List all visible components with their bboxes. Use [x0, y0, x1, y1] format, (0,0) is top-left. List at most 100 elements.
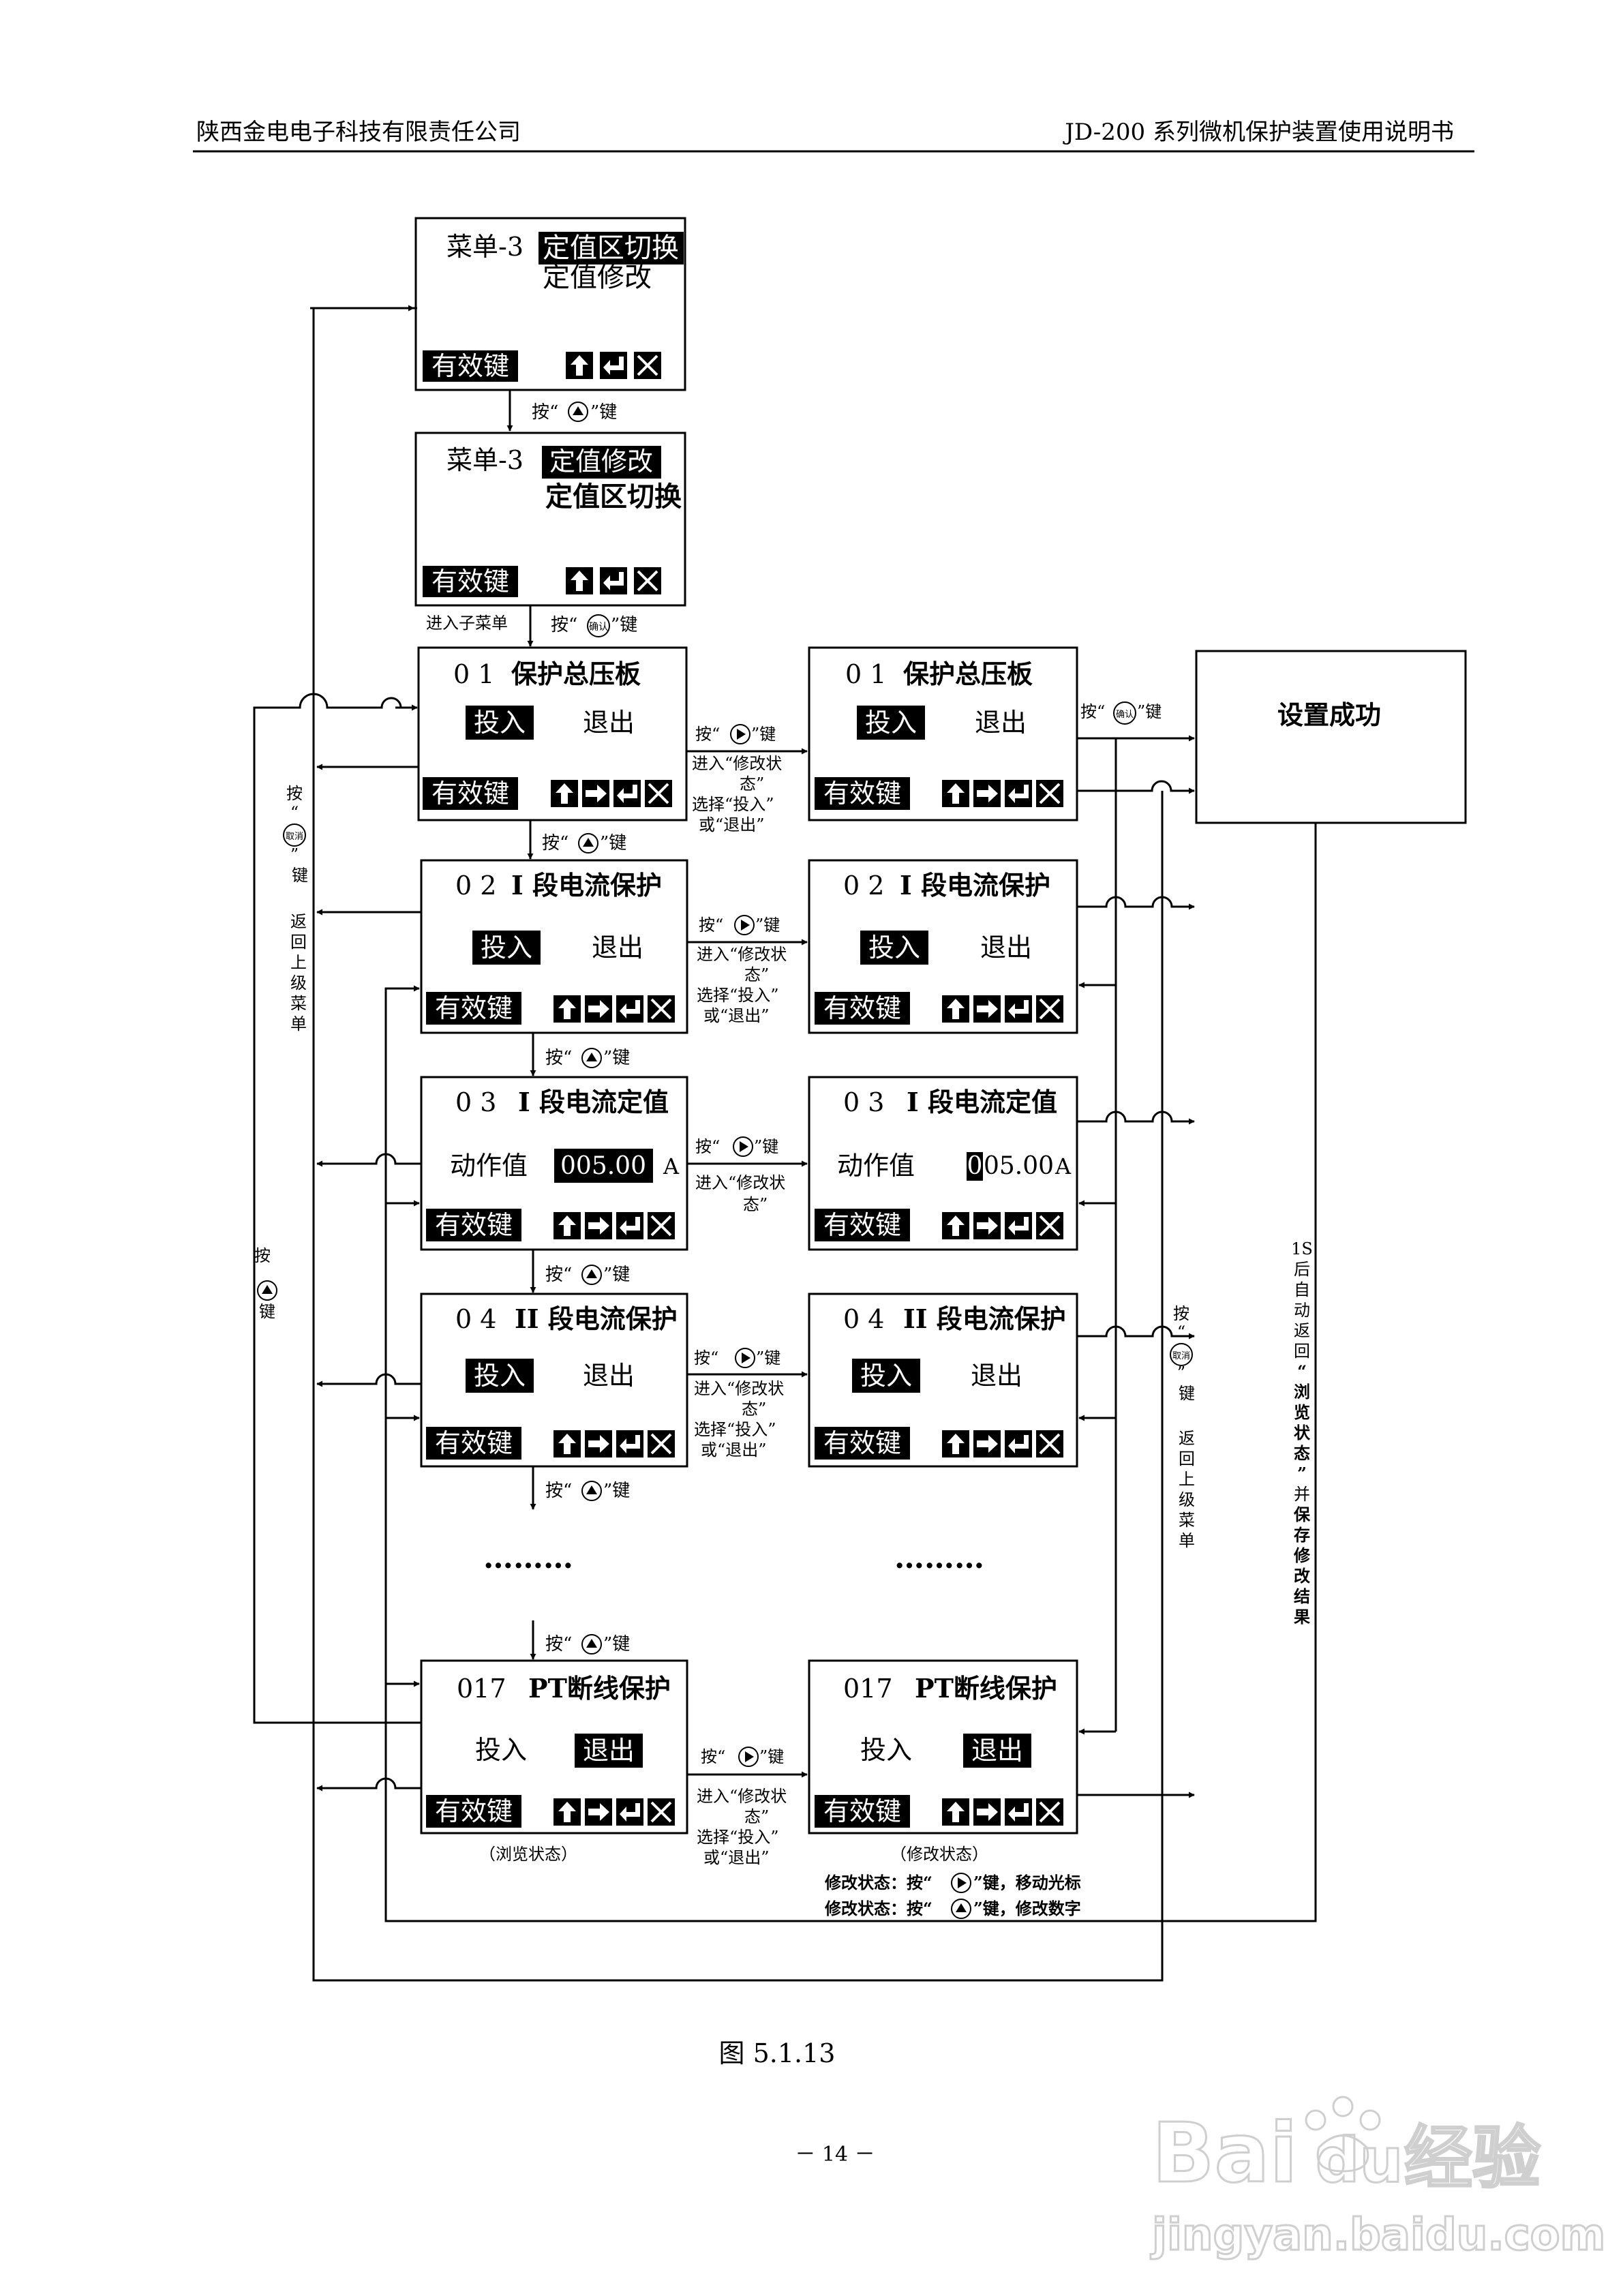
menu-title: 菜单-3: [446, 232, 524, 262]
svg-text:II 段电流保护: II 段电流保护: [903, 1303, 1066, 1334]
svg-text:回: 回: [290, 933, 307, 952]
svg-text:017: 017: [457, 1674, 506, 1704]
page-number: － 14 －: [795, 2143, 875, 2166]
baidu-watermark: Bai du 经验 jingyan.baidu.com: [1149, 2096, 1607, 2262]
svg-text:结: 结: [1294, 1586, 1310, 1606]
svg-text:选择“投入”: 选择“投入”: [697, 986, 779, 1005]
svg-text:存: 存: [1294, 1525, 1310, 1545]
svg-text:有效键: 有效键: [823, 1796, 901, 1826]
svg-text:0 3: 0 3: [455, 1087, 496, 1117]
svg-text:返: 返: [1179, 1429, 1195, 1448]
svg-text:”键: ”键: [756, 1348, 780, 1368]
svg-text:有效键: 有效键: [435, 1210, 513, 1240]
ellipsis-right: ………: [894, 1541, 984, 1575]
right-return-lines: [1077, 738, 1195, 1798]
svg-text:”: ”: [290, 845, 299, 864]
svg-text:状: 状: [1294, 1423, 1311, 1442]
menu-item: 定值区切换: [545, 481, 682, 513]
svg-text:投入: 投入: [481, 933, 532, 963]
ellipsis-left: ………: [483, 1541, 573, 1575]
screen-03-modify: 0 3 I 段电流定值 动作值 0 05.00 A 有效键: [808, 1076, 1078, 1251]
svg-text:单: 单: [290, 1014, 307, 1033]
svg-text:A: A: [663, 1153, 680, 1179]
left-cancel-label: 按 “ 取消 ” 键 返 回 上 级 菜 单: [283, 784, 308, 1033]
svg-text:按“: 按“: [701, 1747, 725, 1766]
svg-text:退出: 退出: [980, 933, 1032, 963]
screen-03-browse: 0 3 I 段电流定值 动作值 005.00 A 有效键: [420, 1076, 688, 1251]
svg-text:动作值: 动作值: [450, 1151, 528, 1181]
svg-text:取消: 取消: [1172, 1351, 1190, 1361]
svg-text:按“: 按“: [545, 1265, 572, 1285]
svg-text:或“退出”: 或“退出”: [703, 1006, 770, 1025]
svg-text:保: 保: [1293, 1505, 1311, 1524]
svg-text:退出: 退出: [975, 708, 1027, 738]
svg-text:0 3: 0 3: [843, 1087, 884, 1117]
enter-modify-arrows: [687, 748, 808, 1778]
svg-text:修改状态：按“: 修改状态：按“: [824, 1899, 932, 1918]
svg-text:“: “: [1177, 1323, 1185, 1342]
svg-text:PT断线保护: PT断线保护: [915, 1673, 1057, 1704]
screen-017-browse: 017 PT断线保护 投入 退出 有效键: [420, 1659, 688, 1834]
svg-text:05.00: 05.00: [984, 1152, 1054, 1180]
success-box: 设置成功: [1195, 650, 1467, 824]
svg-text:”键: ”键: [1137, 702, 1162, 721]
svg-text:按: 按: [254, 1246, 271, 1265]
svg-text:级: 级: [1179, 1490, 1195, 1509]
svg-text:I 段电流定值: I 段电流定值: [518, 1087, 669, 1117]
svg-text:取消: 取消: [286, 832, 303, 842]
svg-text:设置成功: 设置成功: [1277, 699, 1381, 730]
svg-text:按: 按: [286, 784, 303, 803]
svg-text:“: “: [1297, 1361, 1307, 1381]
svg-text:修: 修: [1293, 1545, 1311, 1565]
svg-text:进入“修改状: 进入“修改状: [692, 754, 782, 773]
screen-04-modify: 0 4 II 段电流保护 投入 退出 有效键: [808, 1293, 1078, 1468]
svg-text:按“: 按“: [545, 1634, 572, 1655]
svg-text:按“: 按“: [699, 916, 723, 935]
svg-text:退出: 退出: [592, 933, 643, 963]
svg-text:A: A: [1055, 1153, 1072, 1179]
press-up-label: 按“: [532, 402, 558, 423]
svg-text:”键: ”键: [600, 833, 626, 854]
menu-screen-top: 菜单-3 定值区切换 定值修改 有效键: [414, 217, 686, 391]
svg-text:键: 键: [259, 1302, 275, 1321]
svg-text:”键: ”键: [755, 916, 780, 935]
screen-02-browse: 0 2 I 段电流保护 投入 退出 有效键: [420, 859, 688, 1034]
svg-text:选择“投入”: 选择“投入”: [694, 1420, 776, 1439]
svg-text:PT断线保护: PT断线保护: [528, 1673, 671, 1704]
screen-01-browse: 0 1 保护总压板 投入 退出 有效键: [417, 646, 688, 821]
screen-04-browse: 0 4 II 段电流保护 投入 退出 有效键: [420, 1293, 688, 1468]
menu-item-selected: 定值区切换: [543, 232, 679, 264]
figure-caption: 图 5.1.13: [719, 2038, 836, 2068]
svg-text:级: 级: [290, 973, 307, 993]
down-arrow-labels: 按“”键 按“”键 按“”键 按“”键 按“”键: [542, 833, 630, 1655]
svg-text:有效键: 有效键: [823, 993, 901, 1023]
svg-text:”键: ”键: [751, 725, 776, 744]
svg-text:投入: 投入: [865, 708, 917, 738]
svg-text:按“: 按“: [551, 615, 577, 635]
header-doc-title: JD-200 系列微机保护装置使用说明书: [1063, 119, 1454, 146]
svg-text:005.00: 005.00: [560, 1152, 646, 1180]
svg-text:017: 017: [843, 1674, 893, 1704]
svg-text:回: 回: [1294, 1342, 1310, 1361]
auto-return-label: 1S 后 自 动 返 回 “ 浏 览 状 态 ” 并 保 存 修 改 结 果: [1291, 1239, 1313, 1627]
svg-text:按“: 按“: [545, 1048, 572, 1068]
svg-text:进入“修改状: 进入“修改状: [695, 1173, 785, 1192]
svg-text:按“: 按“: [695, 725, 720, 744]
svg-text:”键: ”键: [603, 1481, 630, 1501]
svg-text:按“: 按“: [545, 1481, 572, 1501]
svg-text:退出: 退出: [971, 1361, 1022, 1391]
svg-text:进入“修改状: 进入“修改状: [694, 1379, 784, 1398]
svg-text:”: ”: [1177, 1363, 1185, 1383]
svg-text:单: 单: [1179, 1531, 1195, 1550]
svg-text:投入: 投入: [474, 708, 526, 738]
page-header: 陕西金电电子科技有限责任公司 JD-200 系列微机保护装置使用说明书: [193, 119, 1474, 153]
svg-text:或“退出”: 或“退出”: [701, 1440, 767, 1460]
svg-text:”: ”: [1297, 1464, 1307, 1483]
svg-text:返: 返: [1294, 1321, 1310, 1340]
down-arrows: [527, 820, 536, 1660]
svg-text:0 4: 0 4: [843, 1304, 884, 1334]
modify-state-label: （修改状态）: [890, 1845, 988, 1864]
svg-text:果: 果: [1294, 1607, 1310, 1627]
svg-text:投入: 投入: [475, 1735, 527, 1765]
svg-text:退出: 退出: [583, 708, 635, 738]
